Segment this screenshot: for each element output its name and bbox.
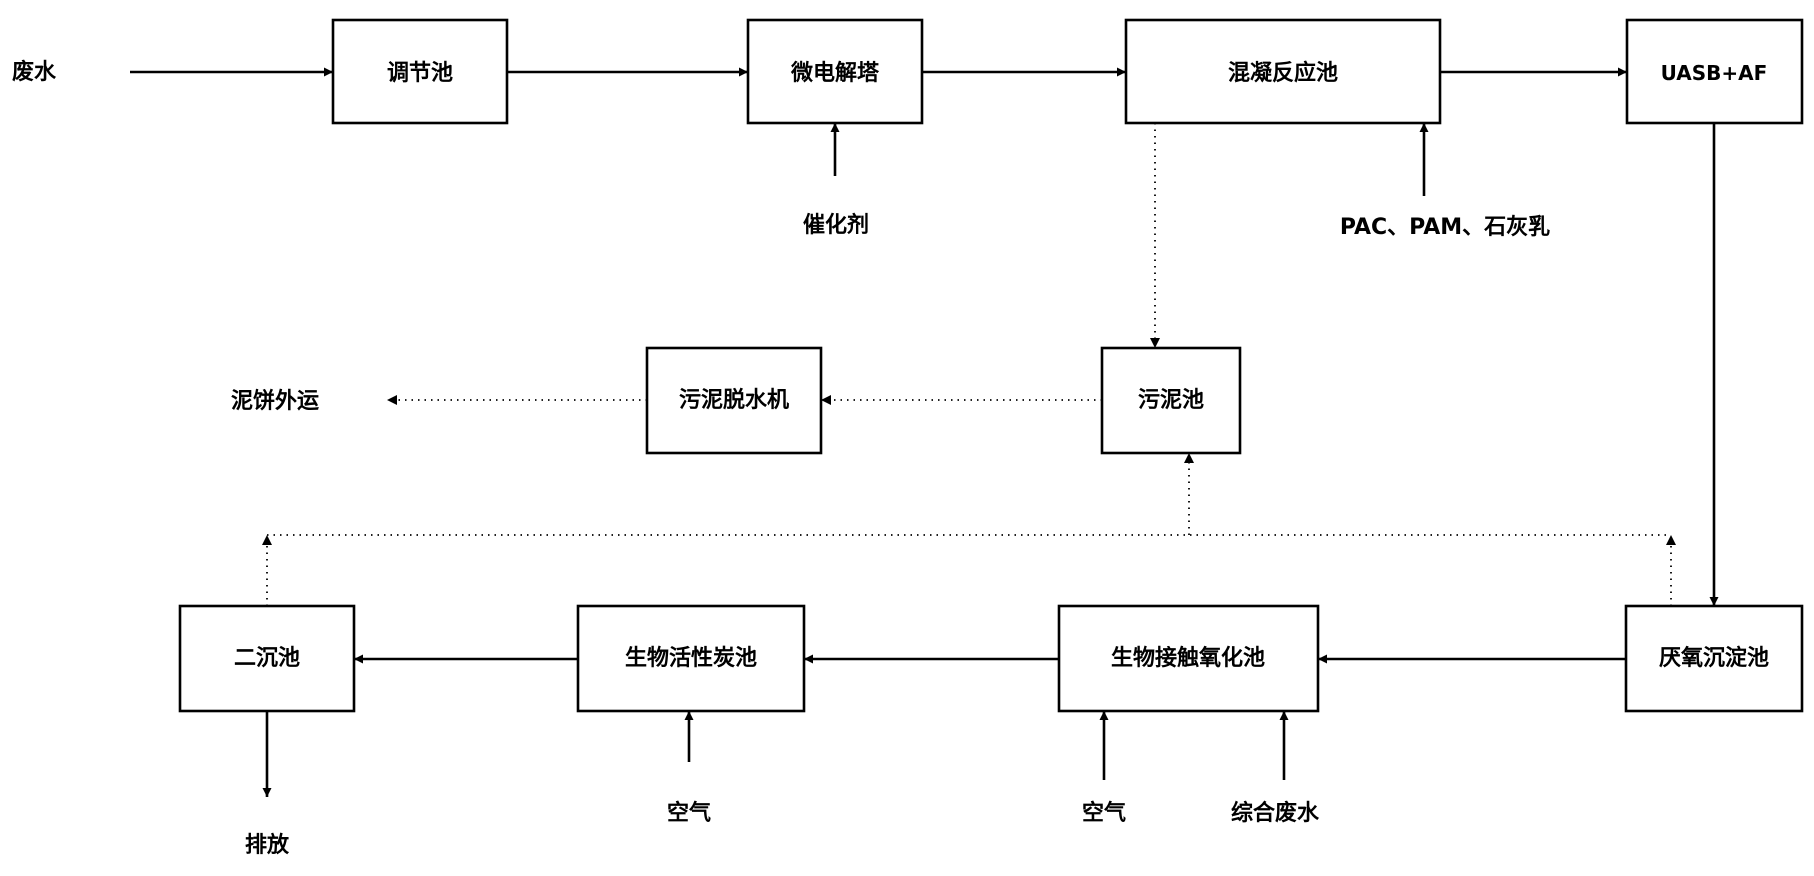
label-sludge-cake: 泥饼外运 — [231, 388, 319, 414]
unit-huoxingtan-chi: 生物活性炭池 — [576, 604, 806, 713]
unit-uasb-label: UASB+AF — [1661, 61, 1768, 85]
unit-erchen-chi: 二沉池 — [178, 604, 356, 713]
unit-yanyang-chendian-label: 厌氧沉淀池 — [1659, 645, 1769, 671]
unit-weidianjie-ta: 微电解塔 — [746, 18, 924, 125]
unit-yanyang-chendian-chi: 厌氧沉淀池 — [1624, 604, 1804, 713]
unit-tiaojie-chi: 调节池 — [331, 18, 509, 125]
unit-wuni-chi: 污泥池 — [1100, 346, 1242, 455]
unit-uasb-af: UASB+AF — [1625, 18, 1804, 125]
unit-erchen-label: 二沉池 — [234, 646, 300, 671]
unit-wuni-chi-label: 污泥池 — [1138, 388, 1204, 413]
unit-tiaojie-label: 调节池 — [387, 61, 453, 86]
label-air-1: 空气 — [667, 800, 711, 826]
unit-jiechu-yanghua-label: 生物接触氧化池 — [1111, 645, 1265, 671]
unit-hunning-fanying-chi: 混凝反应池 — [1124, 18, 1442, 125]
label-air-2: 空气 — [1082, 800, 1126, 826]
unit-hunning-label: 混凝反应池 — [1228, 60, 1338, 86]
unit-weidianjie-label: 微电解塔 — [790, 60, 880, 86]
unit-wuni-tuoshui-ji: 污泥脱水机 — [645, 346, 823, 455]
label-feed-wastewater: 废水 — [12, 59, 57, 85]
label-discharge: 排放 — [245, 832, 290, 858]
unit-wuni-tuoshui-label: 污泥脱水机 — [679, 388, 789, 413]
label-combined-wastewater: 综合废水 — [1231, 800, 1320, 826]
label-catalyst: 催化剂 — [803, 212, 869, 238]
unit-jiechu-yanghua-chi: 生物接触氧化池 — [1057, 604, 1320, 713]
label-coagulants: PAC、PAM、石灰乳 — [1340, 214, 1550, 240]
unit-huoxingtan-label: 生物活性炭池 — [625, 645, 757, 671]
